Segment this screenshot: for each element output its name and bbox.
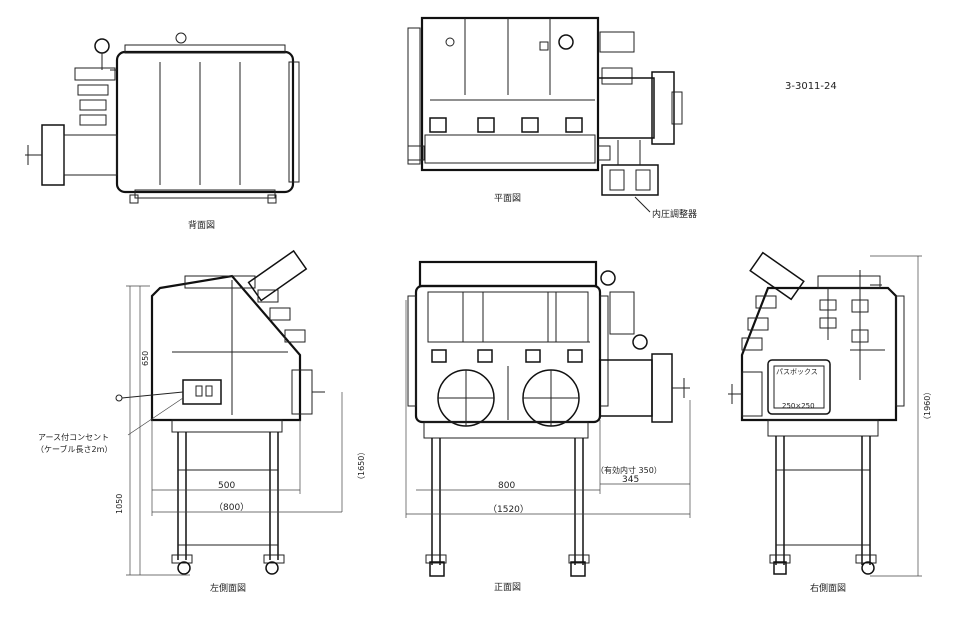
front-dim-width-outer: （1520） <box>488 504 529 515</box>
right-dim-height: （1960） <box>923 388 932 424</box>
left-side-view: 650 1050 500 （800） （1650） アース付コンセント （ケーブ… <box>36 249 366 594</box>
outlet-callout-line2: （ケーブル長さ2m） <box>36 444 112 454</box>
front-dim-width-inner: 800 <box>498 481 515 491</box>
top-view-label: 平面図 <box>494 193 521 204</box>
left-view-label: 左側面図 <box>210 582 246 594</box>
front-view: 800 （1520） 345 （有効内寸 350） 正面図 <box>405 260 691 593</box>
part-number: 3-3011-24 <box>785 81 837 92</box>
left-dim-height-total: （1650） <box>357 448 366 484</box>
passbox-callout: パスボックス <box>776 368 818 376</box>
front-dim-passbox-depth: 345 <box>622 475 639 485</box>
left-dim-width-inner: 500 <box>218 481 235 491</box>
passbox-size-callout: 250×250 <box>782 402 815 410</box>
left-dim-height-top: 650 <box>141 351 150 366</box>
back-view-label: 背面図 <box>188 219 215 231</box>
right-view-label: 右側面図 <box>810 582 846 594</box>
pressure-regulator-callout: 内圧調整器 <box>652 208 697 220</box>
left-dim-height-bottom: 1050 <box>115 494 124 514</box>
front-view-label: 正面図 <box>494 582 521 593</box>
left-dim-width-outer: （800） <box>214 502 249 513</box>
outlet-callout-line1: アース付コンセント <box>38 432 109 442</box>
top-view: 内圧調整器 平面図 <box>407 16 697 220</box>
right-side-view: パスボックス 250×250 （1960） 右側面図 <box>728 251 932 594</box>
inner-size-callout: （有効内寸 350） <box>596 465 662 475</box>
back-view: 背面図 <box>25 32 300 231</box>
